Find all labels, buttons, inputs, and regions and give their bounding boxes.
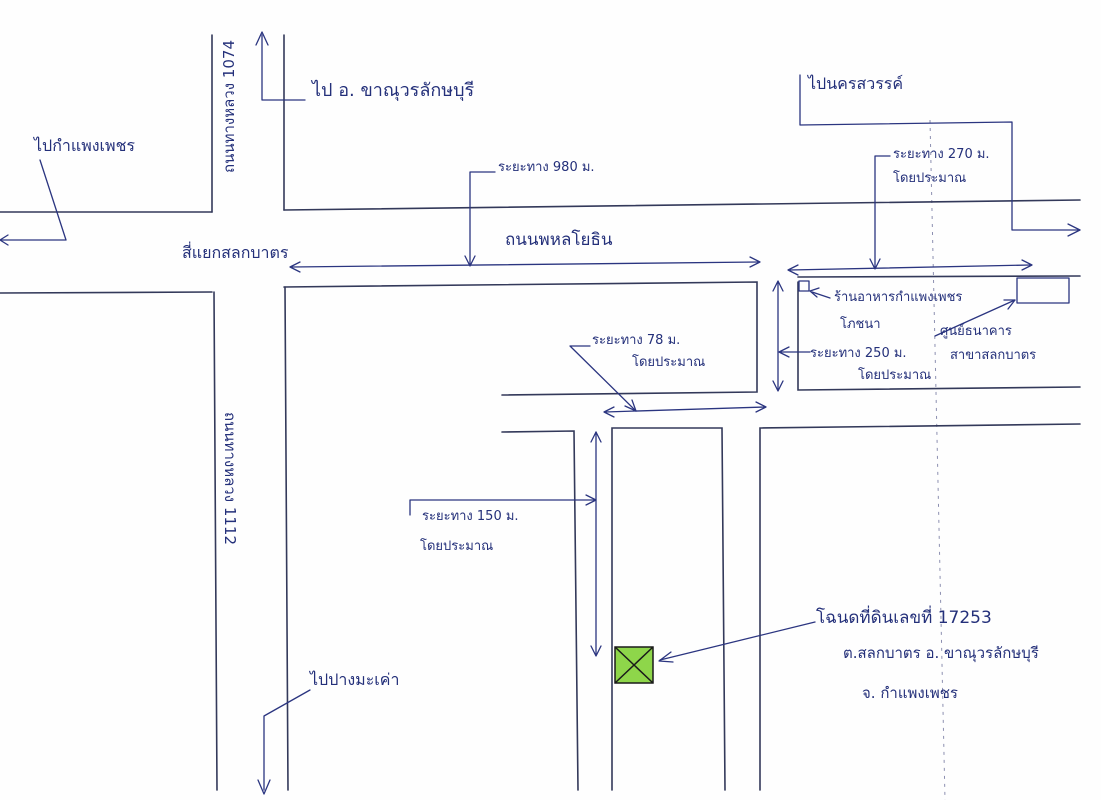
dim-250-leader-head bbox=[778, 346, 790, 358]
restaurant-leader bbox=[811, 291, 831, 299]
dim-78-left-head bbox=[603, 406, 615, 418]
dim-250-bottom-head bbox=[772, 380, 784, 392]
label-bank-sub: สาขาสลกบาตร bbox=[950, 348, 1037, 363]
label-dist-78: ระยะทาง 78 ม. bbox=[592, 333, 681, 348]
dim-150-leader-head bbox=[585, 494, 597, 506]
dim-980-left-head bbox=[289, 261, 301, 273]
nakhon-sawan-road bbox=[799, 74, 1081, 231]
arrow-south-head bbox=[257, 779, 271, 795]
dim-980-line bbox=[291, 261, 759, 268]
label-restaurant: ร้านอาหารกำแพงเพชร bbox=[834, 290, 963, 305]
highway-1112-east-edge bbox=[284, 286, 289, 791]
label-dist-980: ระยะทาง 980 ม. bbox=[498, 160, 595, 175]
dim-270-right-head bbox=[1021, 259, 1033, 271]
dim-78-leader bbox=[569, 345, 637, 412]
dim-78-right-head bbox=[755, 401, 767, 413]
label-land-province: จ. กำแพงเพชร bbox=[862, 684, 958, 702]
soi-west-edge bbox=[501, 430, 579, 791]
label-approx-78: โดยประมาณ bbox=[632, 355, 706, 370]
arrow-north-line bbox=[261, 34, 306, 101]
label-land-title: โฉนดที่ดินเลขที่ 17253 bbox=[816, 608, 992, 628]
label-to-nakhon-sawan: ไปนครสวรรค์ bbox=[808, 74, 904, 93]
dim-270-leader bbox=[874, 155, 891, 269]
arrow-east-head bbox=[1067, 223, 1081, 237]
guide-dash-line bbox=[929, 119, 946, 800]
dim-270-left-head bbox=[787, 264, 799, 276]
dim-270-leader-head bbox=[869, 258, 881, 270]
label-highway-1074: ถนนทางหลวง 1074 bbox=[220, 40, 238, 173]
arrow-north-head bbox=[255, 31, 269, 46]
bank-leader-head bbox=[1003, 299, 1016, 310]
land-plot-leader-head bbox=[658, 651, 674, 663]
dim-78-leader-head bbox=[624, 399, 637, 412]
dim-980-leader-head bbox=[464, 255, 476, 267]
label-approx-150: โดยประมาณ bbox=[420, 539, 494, 554]
soi-plot-block bbox=[611, 427, 726, 791]
label-dist-270: ระยะทาง 270 ม. bbox=[893, 147, 990, 162]
main-road-north-edge-east bbox=[283, 199, 1081, 211]
label-dist-250: ระยะทาง 250 ม. bbox=[810, 346, 907, 361]
block-1-outline bbox=[283, 281, 758, 396]
label-to-kanchanaburi: ไป อ. ขาณุวรลักษบุรี bbox=[312, 80, 475, 101]
bank-marker bbox=[1016, 277, 1070, 304]
label-phahonyothin-road: ถนนพหลโยธิน bbox=[505, 230, 613, 250]
dim-150-leader bbox=[409, 499, 596, 516]
restaurant-leader-head bbox=[809, 287, 820, 298]
land-plot-leader bbox=[659, 621, 816, 661]
bank-leader bbox=[934, 299, 1016, 337]
land-plot-marker bbox=[614, 646, 654, 684]
restaurant-marker bbox=[798, 280, 810, 292]
dim-980-right-head bbox=[749, 256, 761, 268]
dim-250-top-head bbox=[772, 280, 784, 292]
label-approx-250: โดยประมาณ bbox=[858, 368, 932, 383]
soi-east-edge bbox=[759, 423, 1081, 791]
label-dist-150: ระยะทาง 150 ม. bbox=[422, 509, 519, 524]
dim-150-bottom-head bbox=[590, 645, 602, 657]
label-to-kamphaeng-phet: ไปกำแพงเพชร bbox=[34, 136, 136, 155]
label-restaurant-sub: โภชนา bbox=[840, 317, 881, 332]
highway-1112-west-edge bbox=[213, 291, 218, 791]
label-intersection: สี่แยกสลกบาตร bbox=[182, 243, 289, 262]
label-approx-270: โดยประมาณ bbox=[893, 171, 967, 186]
dim-78-line bbox=[604, 406, 766, 413]
block-2-outline bbox=[797, 281, 1081, 391]
dim-980-leader bbox=[469, 171, 496, 266]
kamphaeng-phet-leader bbox=[0, 159, 67, 241]
dim-150-top-head bbox=[590, 431, 602, 443]
label-land-subdistrict: ต.สลกบาตร อ. ขาณุวรลักษบุรี bbox=[843, 644, 1039, 662]
label-to-pang-makhao: ไปปางมะเค่า bbox=[310, 670, 400, 689]
frontage-line bbox=[797, 275, 1081, 278]
label-bank: ศูนย์ธนาคาร bbox=[940, 324, 1012, 339]
dim-270-line bbox=[789, 264, 1031, 271]
label-highway-1112: ถนนทางหลวง 1112 bbox=[221, 412, 239, 545]
pang-makhao-leader bbox=[263, 689, 311, 791]
main-road-south-edge-west bbox=[0, 291, 213, 294]
arrow-west-head bbox=[0, 234, 9, 246]
